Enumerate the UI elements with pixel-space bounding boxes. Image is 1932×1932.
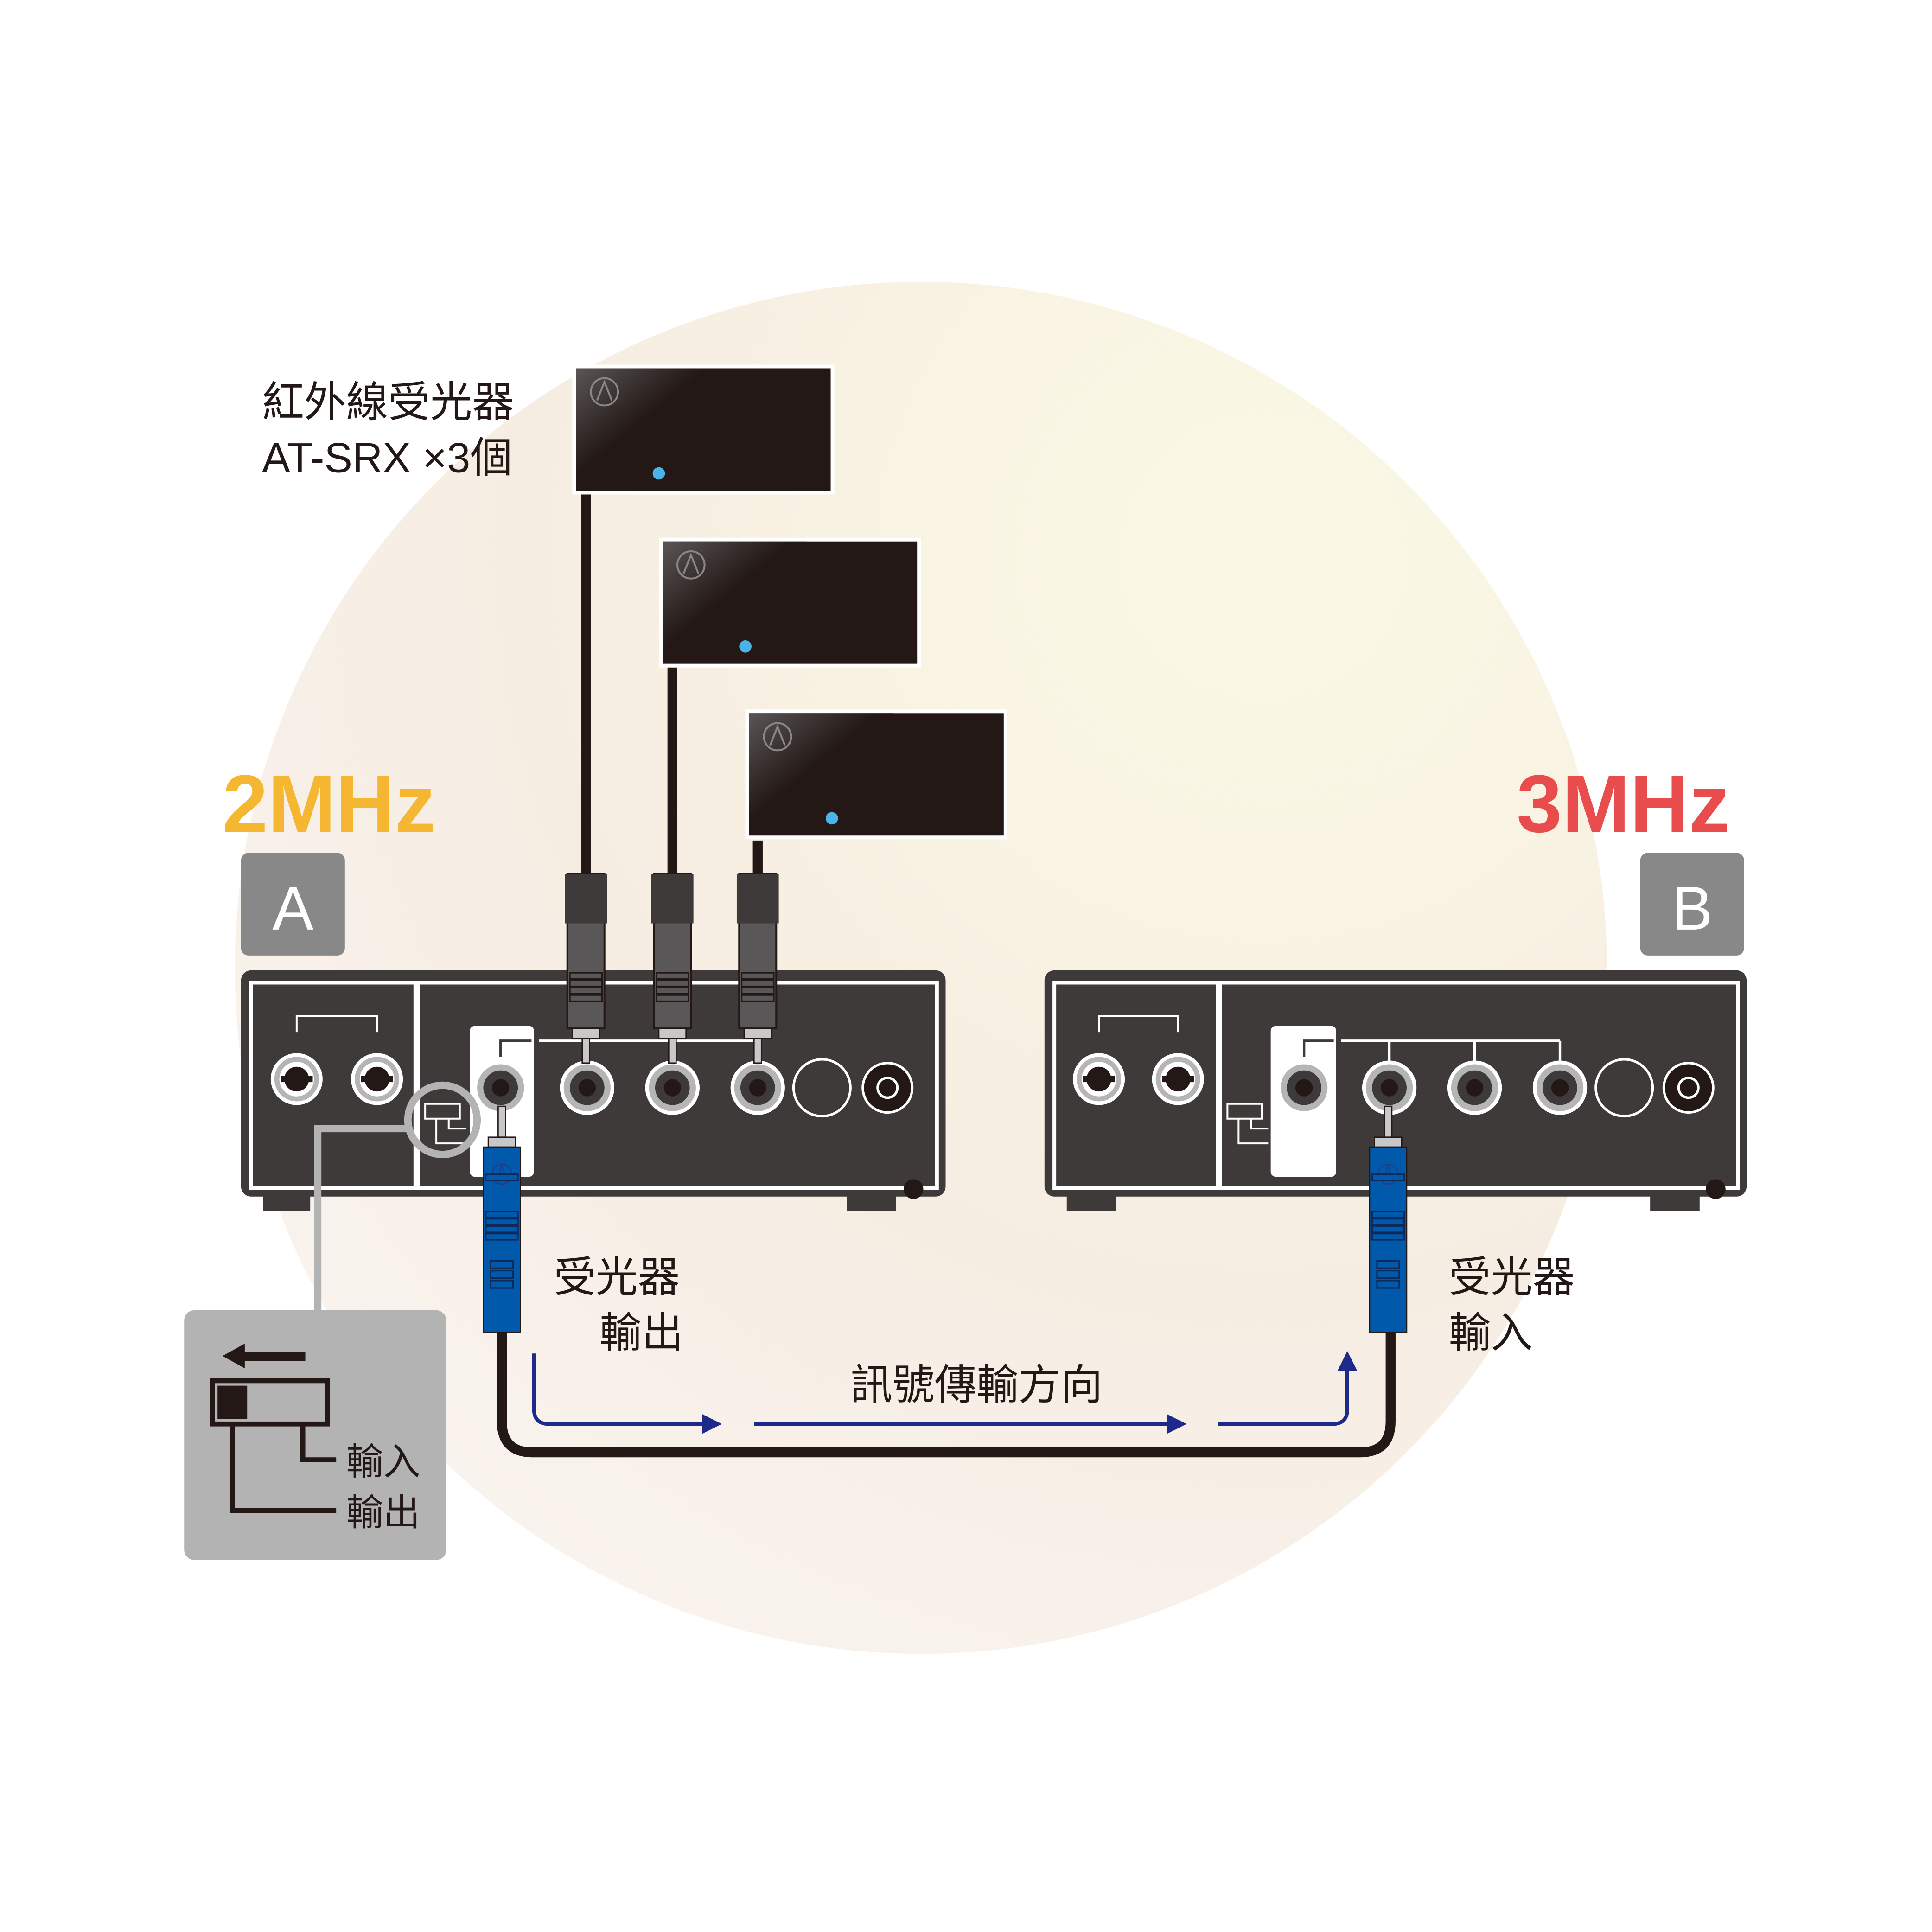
freq-label-a: 2MHz — [223, 759, 435, 849]
device-b — [1044, 970, 1747, 1211]
receiver-label-model: AT-SRX ×3個 — [262, 434, 512, 481]
switch-a[interactable] — [424, 1103, 461, 1120]
switch-legend-box: 輸入 輸出 — [184, 1310, 446, 1560]
ir-receiver-3 — [744, 708, 1008, 841]
input-label-line2: 輸入 — [1449, 1309, 1533, 1358]
background-circle — [235, 281, 1607, 1654]
output-label-line2: 輸出 — [599, 1309, 683, 1358]
arrow-left-icon — [222, 1343, 306, 1369]
arrow-right-icon — [702, 1414, 722, 1434]
receiver-label-name: 紅外線受光器 — [262, 378, 514, 427]
input-label-line1: 受光器 — [1449, 1253, 1575, 1302]
link-cable — [497, 1322, 1396, 1458]
receiver-cables — [581, 494, 763, 878]
badge-b-text: B — [1671, 874, 1713, 943]
switch-b[interactable] — [1226, 1103, 1263, 1120]
legend-input: 輸入 — [346, 1441, 420, 1484]
direction-label: 訊號傳輸方向 — [850, 1361, 1103, 1409]
freq-label-b: 3MHz — [1517, 759, 1729, 849]
plug-output-blue — [482, 1105, 521, 1333]
badge-a-text: A — [272, 874, 313, 943]
badge-b — [1640, 853, 1744, 956]
ir-receiver-1 — [571, 363, 835, 496]
arrow-right-icon — [1167, 1414, 1187, 1434]
ir-receiver-2 — [657, 536, 922, 669]
signal-direction-arrows — [532, 1353, 1349, 1426]
output-label-line1: 受光器 — [554, 1253, 680, 1302]
arrow-up-icon — [1337, 1351, 1358, 1371]
switch-callout-circle — [404, 1081, 481, 1159]
legend-output: 輸出 — [346, 1491, 420, 1534]
badge-a — [241, 853, 345, 956]
plug-input-blue — [1369, 1105, 1408, 1333]
